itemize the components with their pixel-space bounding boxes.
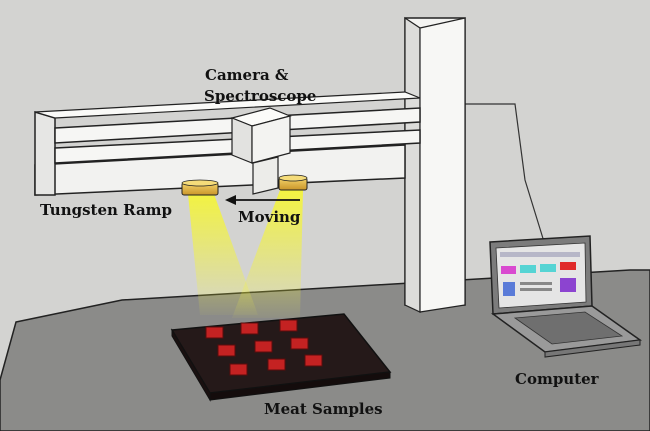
meat-sample bbox=[229, 363, 248, 376]
camera-label-line1: Camera & bbox=[205, 66, 289, 84]
meat-sample bbox=[290, 337, 309, 350]
light-beam-left bbox=[188, 194, 258, 315]
tungsten-lamp-label: Tungsten Ramp bbox=[40, 201, 172, 219]
camera-lens-mount bbox=[252, 156, 279, 195]
meat-sample bbox=[205, 326, 224, 339]
laptop-icon bbox=[489, 235, 643, 358]
meat-sample bbox=[254, 340, 273, 353]
frame-column-side bbox=[404, 16, 421, 313]
tungsten-lamp-right bbox=[278, 174, 308, 191]
meat-sample bbox=[267, 358, 286, 371]
camera-label-line2: Spectroscope bbox=[204, 87, 316, 105]
meat-sample bbox=[217, 344, 236, 357]
computer-label: Computer bbox=[515, 370, 600, 388]
meat-sample-tray bbox=[170, 313, 392, 402]
moving-label: Moving bbox=[238, 208, 301, 226]
meat-samples-label: Meat Samples bbox=[264, 400, 383, 418]
meat-sample bbox=[240, 322, 259, 335]
arrow-left-icon bbox=[225, 195, 300, 205]
tungsten-lamp-left bbox=[181, 179, 219, 196]
frame-left-post bbox=[34, 110, 56, 196]
meat-sample bbox=[279, 319, 298, 332]
meat-samples-group bbox=[205, 319, 323, 376]
data-cable bbox=[455, 103, 546, 246]
light-beam-right bbox=[232, 190, 303, 318]
camera-spectroscope-unit bbox=[230, 107, 292, 195]
meat-sample bbox=[304, 354, 323, 367]
laptop-keyboard bbox=[513, 311, 624, 345]
